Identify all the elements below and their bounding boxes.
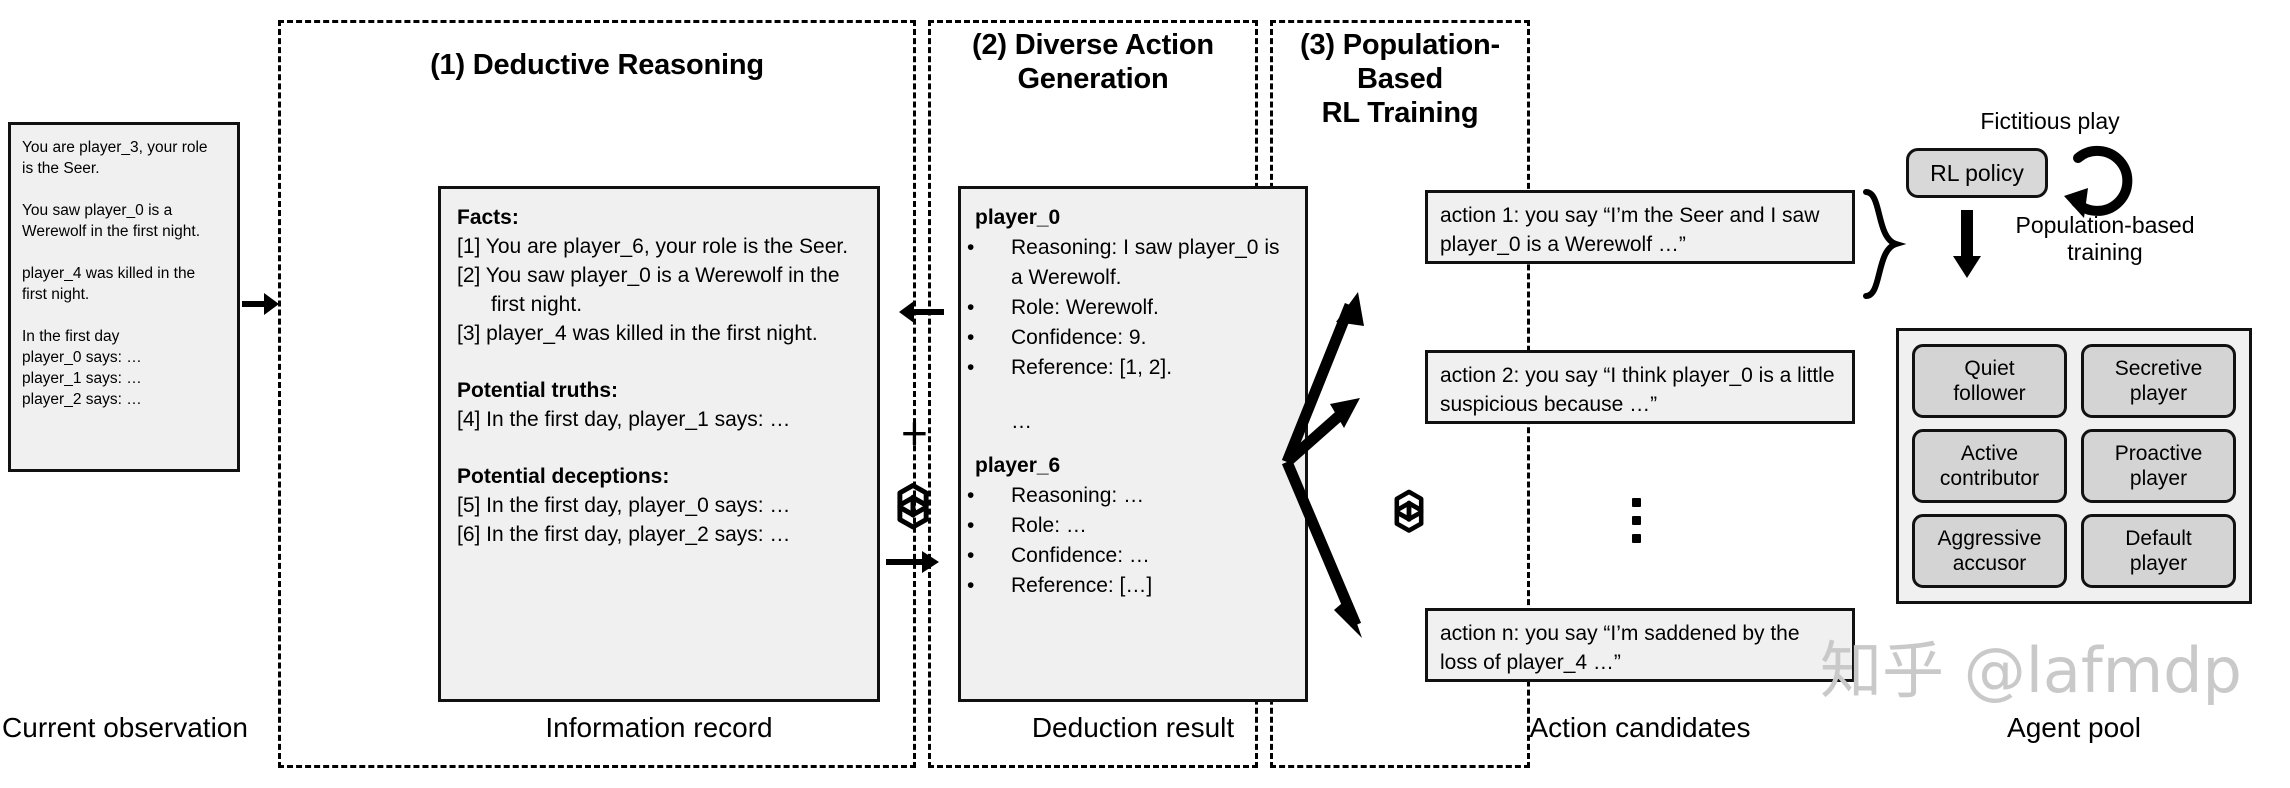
observation-line: In the first day (22, 328, 120, 345)
fact-item: [2] You saw player_0 is a Werewolf in th… (457, 264, 840, 316)
panel-title-diverse: (2) Diverse Action Generation (972, 29, 1214, 95)
action-candidate-n[interactable]: action n: you say “I’m saddened by the l… (1425, 608, 1855, 682)
action-fanout-arrows (1160, 280, 1364, 640)
deduction-entry-item: Role: Werewolf. (975, 293, 1293, 323)
agent-pool: Quiet follower Secretive player Active c… (1896, 328, 2252, 604)
record-spacer (457, 434, 863, 462)
curly-brace-icon (1862, 188, 1907, 300)
observation-line: You saw player_0 is a (22, 202, 173, 219)
panel-title-pbrl: (3) Population-Based RL Training (1300, 29, 1500, 129)
vertical-ellipsis-icon (1632, 498, 1641, 543)
panel-title-deductive: (1) Deductive Reasoning (430, 49, 764, 81)
arrow-down-icon (1952, 210, 1982, 280)
observation-line: You are player_3, your role (22, 139, 208, 156)
caption-agent-pool: Agent pool (2007, 712, 2141, 743)
openai-logo-icon (1383, 485, 1435, 537)
action-candidate-2[interactable]: action 2: you say “I think player_0 is a… (1425, 350, 1855, 424)
observation-line: Werewolf in the first night. (22, 223, 201, 240)
rl-policy-node[interactable]: RL policy (1906, 148, 2048, 198)
observation-spacer (22, 305, 226, 326)
potential-deception-item: [6] In the first day, player_2 says: … (457, 523, 791, 546)
deduction-entry-name: player_0 (975, 206, 1061, 229)
potential-truths-heading: Potential truths: (457, 379, 618, 402)
observation-spacer (22, 242, 226, 263)
deduction-entry-item: Reference: […] (975, 571, 1293, 601)
arrow-left-icon (898, 298, 944, 326)
deduction-entry-item: Confidence: 9. (975, 323, 1293, 353)
caption-current-observation: Current observation (2, 712, 248, 743)
deduction-result-box: player_0 Reasoning: I saw player_0 is a … (958, 186, 1308, 702)
current-observation-box: You are player_3, your role is the Seer.… (8, 122, 240, 472)
deduction-entry-item: Confidence: … (975, 541, 1293, 571)
record-spacer (457, 348, 863, 376)
deduction-entry-item: Reasoning: … (975, 481, 1293, 511)
agent-chip-default-player[interactable]: Default player (2081, 514, 2236, 588)
agent-chip-secretive-player[interactable]: Secretive player (2081, 344, 2236, 418)
observation-line: player_4 was killed in the (22, 265, 196, 282)
deduction-entry-name: player_6 (975, 454, 1061, 477)
agent-chip-proactive-player[interactable]: Proactive player (2081, 429, 2236, 503)
agent-chip-quiet-follower[interactable]: Quiet follower (1912, 344, 2067, 418)
caption-action-candidates: Action candidates (1529, 712, 1751, 743)
arrow-right-icon (242, 290, 280, 318)
fact-item: [1] You are player_6, your role is the S… (457, 235, 849, 258)
fact-item: [3] player_4 was killed in the first nig… (457, 322, 818, 345)
population-based-training-label: Population-based training (2015, 212, 2195, 265)
information-record-box: Facts: [1] You are player_6, your role i… (438, 186, 880, 702)
action-candidate-1[interactable]: action 1: you say “I’m the Seer and I sa… (1425, 190, 1855, 264)
deduction-ellipsis: … (1011, 410, 1033, 433)
caption-information-record: Information record (545, 712, 773, 743)
deduction-entry-item: Reasoning: I saw player_0 is a Werewolf. (975, 233, 1293, 293)
deduction-entry-item: Role: … (975, 511, 1293, 541)
observation-line: is the Seer. (22, 160, 100, 177)
watermark: 知乎 @lafmdp (1820, 634, 2242, 707)
deduction-entry-item: Reference: [1, 2]. (975, 353, 1293, 383)
plus-symbol: + (901, 407, 928, 459)
caption-deduction-result: Deduction result (1031, 712, 1235, 743)
panel-deductive-reasoning (278, 20, 916, 768)
agent-chip-aggressive-accusor[interactable]: Aggressive accusor (1912, 514, 2067, 588)
potential-deceptions-heading: Potential deceptions: (457, 465, 670, 488)
openai-logo-icon (885, 478, 941, 534)
agent-chip-active-contributor[interactable]: Active contributor (1912, 429, 2067, 503)
circular-arrow-icon (2058, 136, 2146, 228)
potential-deception-item: [5] In the first day, player_0 says: … (457, 494, 791, 517)
arrow-right-icon (886, 548, 940, 576)
facts-heading: Facts: (457, 206, 519, 229)
observation-line: player_2 says: … (22, 391, 142, 408)
fictitious-play-label: Fictitious play (1980, 108, 2120, 134)
observation-line: first night. (22, 286, 90, 303)
observation-line: player_1 says: … (22, 370, 142, 387)
observation-spacer (22, 179, 226, 200)
potential-truth-item: [4] In the first day, player_1 says: … (457, 408, 791, 431)
observation-line: player_0 says: … (22, 349, 142, 366)
